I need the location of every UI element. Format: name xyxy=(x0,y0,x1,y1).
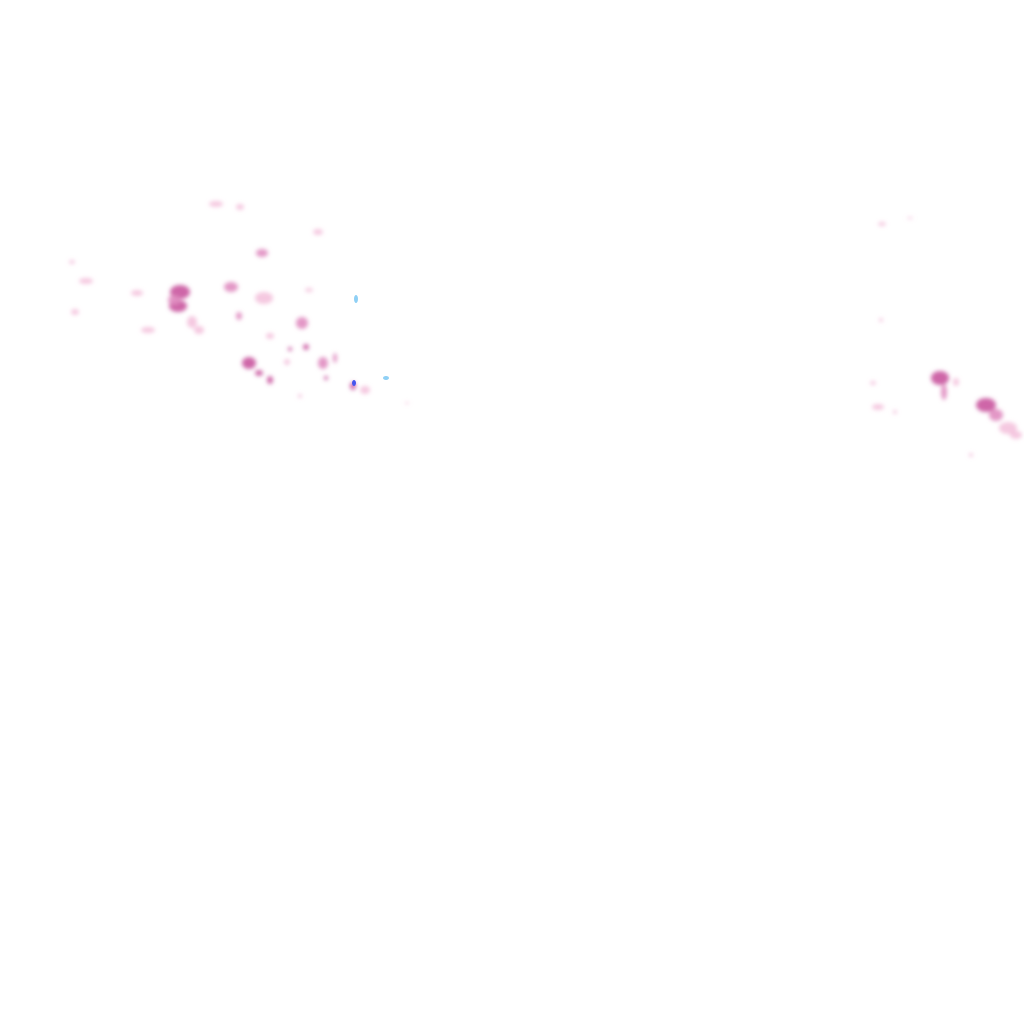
precip-echo-light xyxy=(69,260,75,264)
precip-echo-medium xyxy=(989,409,1003,421)
precip-echo-light xyxy=(209,201,223,207)
precip-echo-medium xyxy=(256,249,268,257)
precip-echo-light xyxy=(141,327,155,333)
precip-echo-light xyxy=(236,204,244,210)
precip-echo-light xyxy=(131,290,143,296)
precip-echo-heavy xyxy=(242,357,256,369)
precip-echo-heavy xyxy=(267,376,273,384)
precip-echo-heavy xyxy=(288,347,292,351)
precip-echo-light xyxy=(999,422,1017,434)
precip-echo-light xyxy=(870,381,876,385)
precip-echo-light xyxy=(194,326,204,334)
precip-echo-light xyxy=(313,229,323,235)
precip-echo-light xyxy=(79,278,93,284)
precip-echo-medium xyxy=(224,282,238,292)
precip-echo-light xyxy=(893,410,897,414)
precip-echo-light xyxy=(1010,431,1022,439)
precip-echo-light xyxy=(969,453,973,457)
precip-echo-light xyxy=(360,386,370,394)
precip-echo-light xyxy=(872,404,884,410)
precip-echo-medium xyxy=(296,317,308,329)
precip-echo-light xyxy=(907,217,913,219)
precip-echo-heavy xyxy=(976,398,996,412)
precip-echo-light xyxy=(405,402,409,404)
rain-echo xyxy=(354,295,358,303)
precip-echo-light xyxy=(71,309,79,315)
precip-echo-light xyxy=(879,318,883,322)
rain-echo xyxy=(383,376,389,380)
precip-echo-heavy xyxy=(931,371,949,385)
precip-echo-medium xyxy=(236,312,242,320)
precip-echo-light xyxy=(878,222,886,226)
precip-echo-light xyxy=(305,288,313,292)
precip-echo-medium xyxy=(168,295,180,305)
precip-echo-medium xyxy=(333,353,337,363)
precip-echo-light xyxy=(266,333,274,339)
precip-echo-heavy xyxy=(324,376,328,380)
precip-echo-heavy xyxy=(303,344,309,350)
precip-echo-light xyxy=(255,292,273,304)
precip-echo-light xyxy=(298,394,302,398)
precip-echo-light xyxy=(953,378,959,386)
precip-echo-medium xyxy=(941,384,947,400)
precip-echo-light xyxy=(187,316,197,328)
precip-echo-heavy xyxy=(255,370,263,376)
precip-echo-medium xyxy=(318,357,328,369)
precip-echo-light xyxy=(284,359,290,365)
rain-echo xyxy=(352,380,356,386)
